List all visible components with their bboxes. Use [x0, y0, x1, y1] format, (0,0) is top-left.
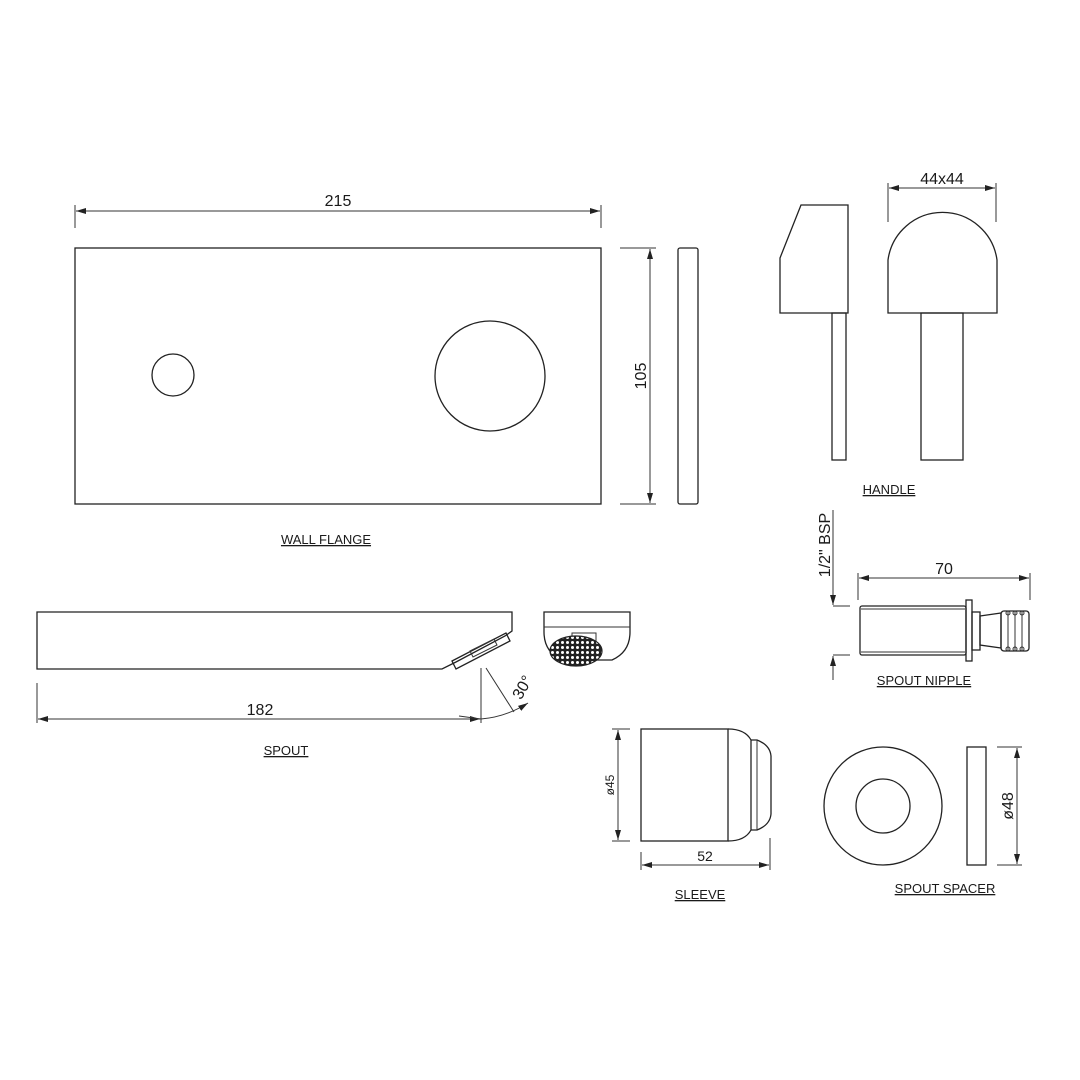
aerator-mesh-icon — [549, 635, 603, 667]
flange-front-view — [74, 247, 602, 505]
diverter-hole — [151, 353, 195, 397]
spout-label: SPOUT — [264, 743, 309, 758]
sleeve-body — [640, 728, 772, 842]
spout-length-dimension: 182 — [36, 668, 482, 723]
spout-nipple: 1/2" BSP 70 SPOUT NIPP — [817, 510, 1031, 688]
handle-size-value: 44x44 — [920, 171, 964, 188]
sleeve-diameter-value: ø45 — [603, 774, 617, 795]
sleeve-diameter-dimension: ø45 — [603, 728, 630, 842]
flange-width-value: 215 — [325, 193, 352, 210]
sleeve: ø45 52 SLEEVE — [603, 728, 772, 902]
sleeve-length-value: 52 — [697, 848, 713, 864]
spout-end-view — [543, 611, 631, 667]
spout-spacer: ø48 SPOUT SPACER — [823, 746, 1022, 896]
sleeve-label: SLEEVE — [675, 887, 726, 902]
spout-length-value: 182 — [247, 702, 274, 719]
spacer-diameter-value: ø48 — [1000, 792, 1017, 820]
handle-label: HANDLE — [863, 482, 916, 497]
spacer-inner-hole — [855, 778, 911, 834]
nipple-length-value: 70 — [935, 561, 953, 578]
spout-side-view — [36, 611, 513, 670]
spout: 182 30° SPOUT — [36, 611, 631, 758]
flange-side-view — [677, 247, 699, 505]
spacer-outer-ring — [823, 746, 943, 866]
spout-angle-value: 30° — [510, 673, 537, 702]
handle-front-stem — [920, 312, 964, 461]
nipple-length-dimension: 70 — [857, 561, 1031, 600]
nipple-body — [859, 599, 1030, 662]
flange-width-dimension: 215 — [74, 193, 602, 228]
flange-height-dimension: 105 — [620, 247, 656, 505]
spout-aerator-side — [451, 632, 511, 670]
spacer-side-view — [966, 746, 987, 866]
wall-flange-label: WALL FLANGE — [281, 532, 371, 547]
handle-size-dimension: 44x44 — [887, 171, 997, 222]
handle: 44x44 HANDLE — [779, 171, 998, 497]
spout-angle-dimension: 30° — [458, 667, 537, 720]
spout-spacer-label: SPOUT SPACER — [895, 881, 996, 896]
nipple-thread-value: 1/2" BSP — [817, 513, 834, 577]
wall-flange: 215 105 WALL FLANGE — [74, 193, 699, 547]
spout-nipple-label: SPOUT NIPPLE — [877, 673, 972, 688]
handle-side-stem — [831, 312, 847, 461]
mixer-hole — [434, 320, 546, 432]
flange-height-value: 105 — [633, 363, 650, 390]
handle-front-view — [887, 211, 998, 314]
sleeve-length-dimension: 52 — [640, 838, 771, 870]
spacer-diameter-dimension: ø48 — [997, 746, 1022, 866]
handle-side-view — [779, 204, 849, 314]
nipple-thread-dimension: 1/2" BSP — [817, 510, 850, 680]
